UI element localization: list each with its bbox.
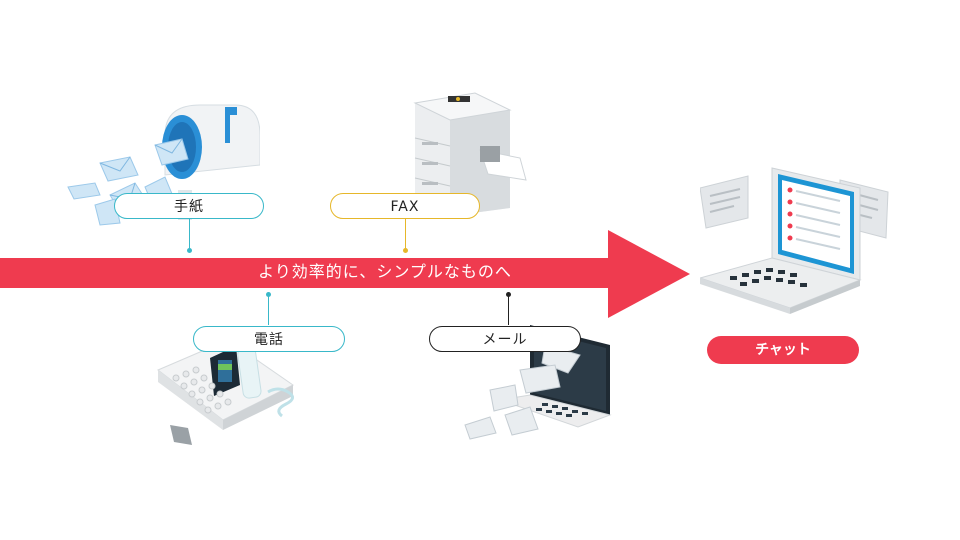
arrow-label: より効率的に、シンプルなものへ xyxy=(258,262,512,281)
channel-label-phone: 電話 xyxy=(193,326,345,352)
channel-label-fax: FAX xyxy=(330,193,480,219)
channel-label-email: メール xyxy=(429,326,581,352)
fax-machine-icon xyxy=(413,92,527,216)
channel-label-letter: 手紙 xyxy=(114,193,264,219)
progress-arrow xyxy=(0,230,690,318)
email-connector xyxy=(508,295,509,325)
email-connector-dot xyxy=(506,292,511,297)
letter-connector-dot xyxy=(187,248,192,253)
letter-connector xyxy=(189,218,190,250)
phone-connector-dot xyxy=(266,292,271,297)
fax-connector-dot xyxy=(403,248,408,253)
phone-connector xyxy=(268,295,269,325)
desk-phone-icon xyxy=(157,339,294,445)
laptop-chat-icon xyxy=(700,167,889,314)
fax-connector xyxy=(405,218,406,250)
destination-chat-label: チャット xyxy=(707,336,859,364)
